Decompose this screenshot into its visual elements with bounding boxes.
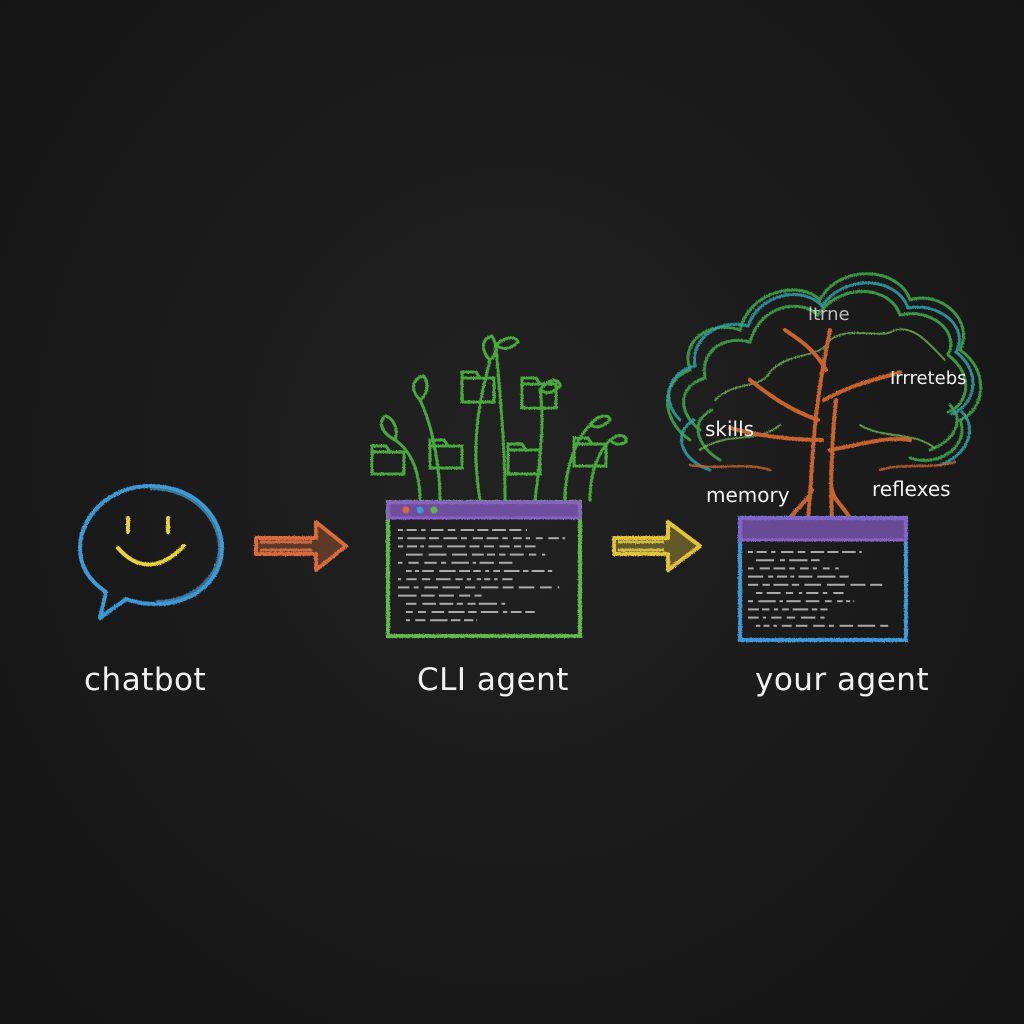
tree-label-reflexes: reflexes	[872, 477, 951, 501]
cli-terminal-text-lines	[398, 529, 566, 622]
cli-terminal-window	[386, 500, 582, 638]
agent-terminal-window	[738, 516, 908, 642]
smiley-face-icon	[116, 516, 186, 567]
chatbot-bubble-icon	[78, 484, 224, 620]
arrow-right-icon	[254, 520, 348, 572]
arrow-right-icon	[612, 520, 702, 572]
stage-label-cli-agent: CLI agent	[417, 662, 569, 698]
tree-trunk-icon	[728, 328, 912, 520]
stage-label-your-agent: your agent	[755, 662, 930, 698]
tree-label-skills: skills	[705, 417, 755, 441]
tree-label-memory: memory	[706, 483, 790, 507]
tree-label-right-top: Irrretebs	[890, 368, 967, 389]
tree-foliage-icon	[666, 272, 983, 472]
stage-label-chatbot: chatbot	[84, 662, 207, 698]
sprouting-plants-icon	[370, 334, 628, 502]
agent-terminal-text-lines	[748, 551, 889, 627]
tree-label-top: ltrne	[808, 304, 850, 325]
